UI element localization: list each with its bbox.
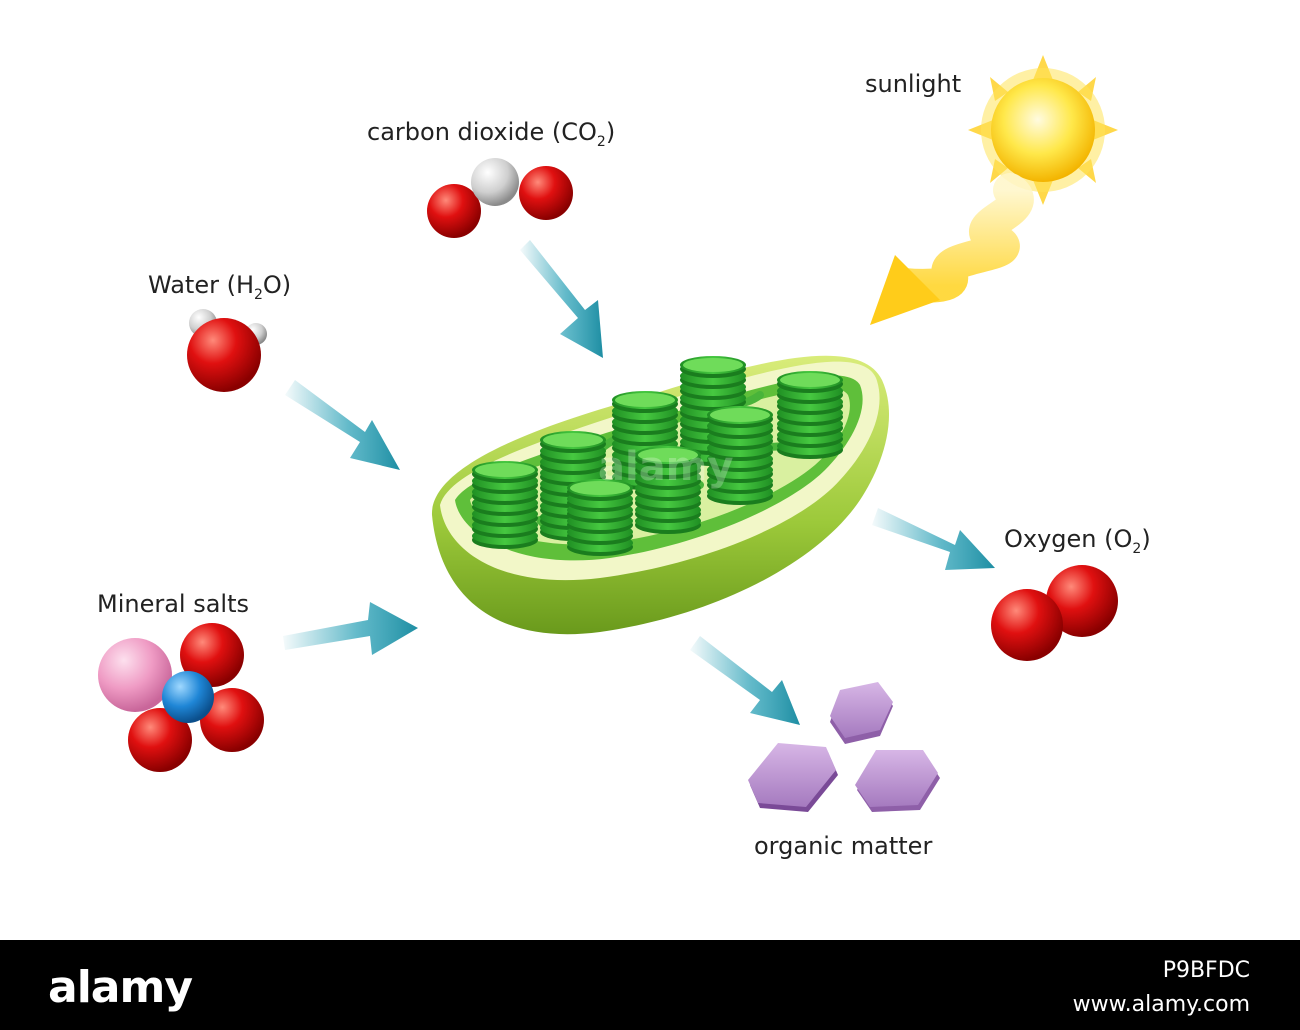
mineral-salts-molecule: [98, 623, 264, 772]
watermark: alamy: [598, 444, 733, 490]
sunlight-arrow: [870, 173, 1034, 325]
granum-stack: [567, 479, 633, 556]
chloroplast: [431, 355, 890, 635]
footer-bar: alamy P9BFDC www.alamy.com: [0, 940, 1300, 1030]
water-molecule: [187, 309, 267, 392]
arrow-co2-in: [520, 240, 603, 358]
site-url: www.alamy.com: [1072, 992, 1250, 1017]
brand-logo: alamy: [48, 962, 193, 1013]
grana-stacks: [472, 356, 843, 556]
label-sunlight: sunlight: [865, 70, 962, 98]
arrow-water-in: [285, 380, 400, 470]
diagram-canvas: alamy: [98, 55, 1118, 812]
sun-icon: [968, 55, 1118, 205]
arrow-minerals-in: [283, 602, 418, 655]
image-id: P9BFDC: [1162, 958, 1250, 983]
label-water: Water (H2O): [148, 271, 292, 303]
label-organic-matter: organic matter: [754, 832, 933, 860]
label-carbon-dioxide: carbon dioxide (CO2): [367, 118, 616, 150]
label-oxygen: Oxygen (O2): [1004, 525, 1151, 557]
svg-text:alamy: alamy: [598, 444, 733, 490]
granum-stack: [707, 406, 773, 505]
label-mineral-salts: Mineral salts: [97, 590, 250, 618]
photosynthesis-diagram: alamy sunlight carbon dioxide (CO2) Wate…: [97, 55, 1151, 860]
arrow-oxygen-out: [872, 508, 995, 570]
granum-stack: [635, 446, 701, 534]
granum-stack: [777, 371, 843, 459]
co2-molecule: [427, 158, 573, 238]
arrow-organic-out: [690, 636, 800, 725]
granum-stack: [472, 461, 538, 549]
oxygen-molecule: [991, 565, 1118, 661]
organic-matter-icon: [748, 682, 940, 812]
